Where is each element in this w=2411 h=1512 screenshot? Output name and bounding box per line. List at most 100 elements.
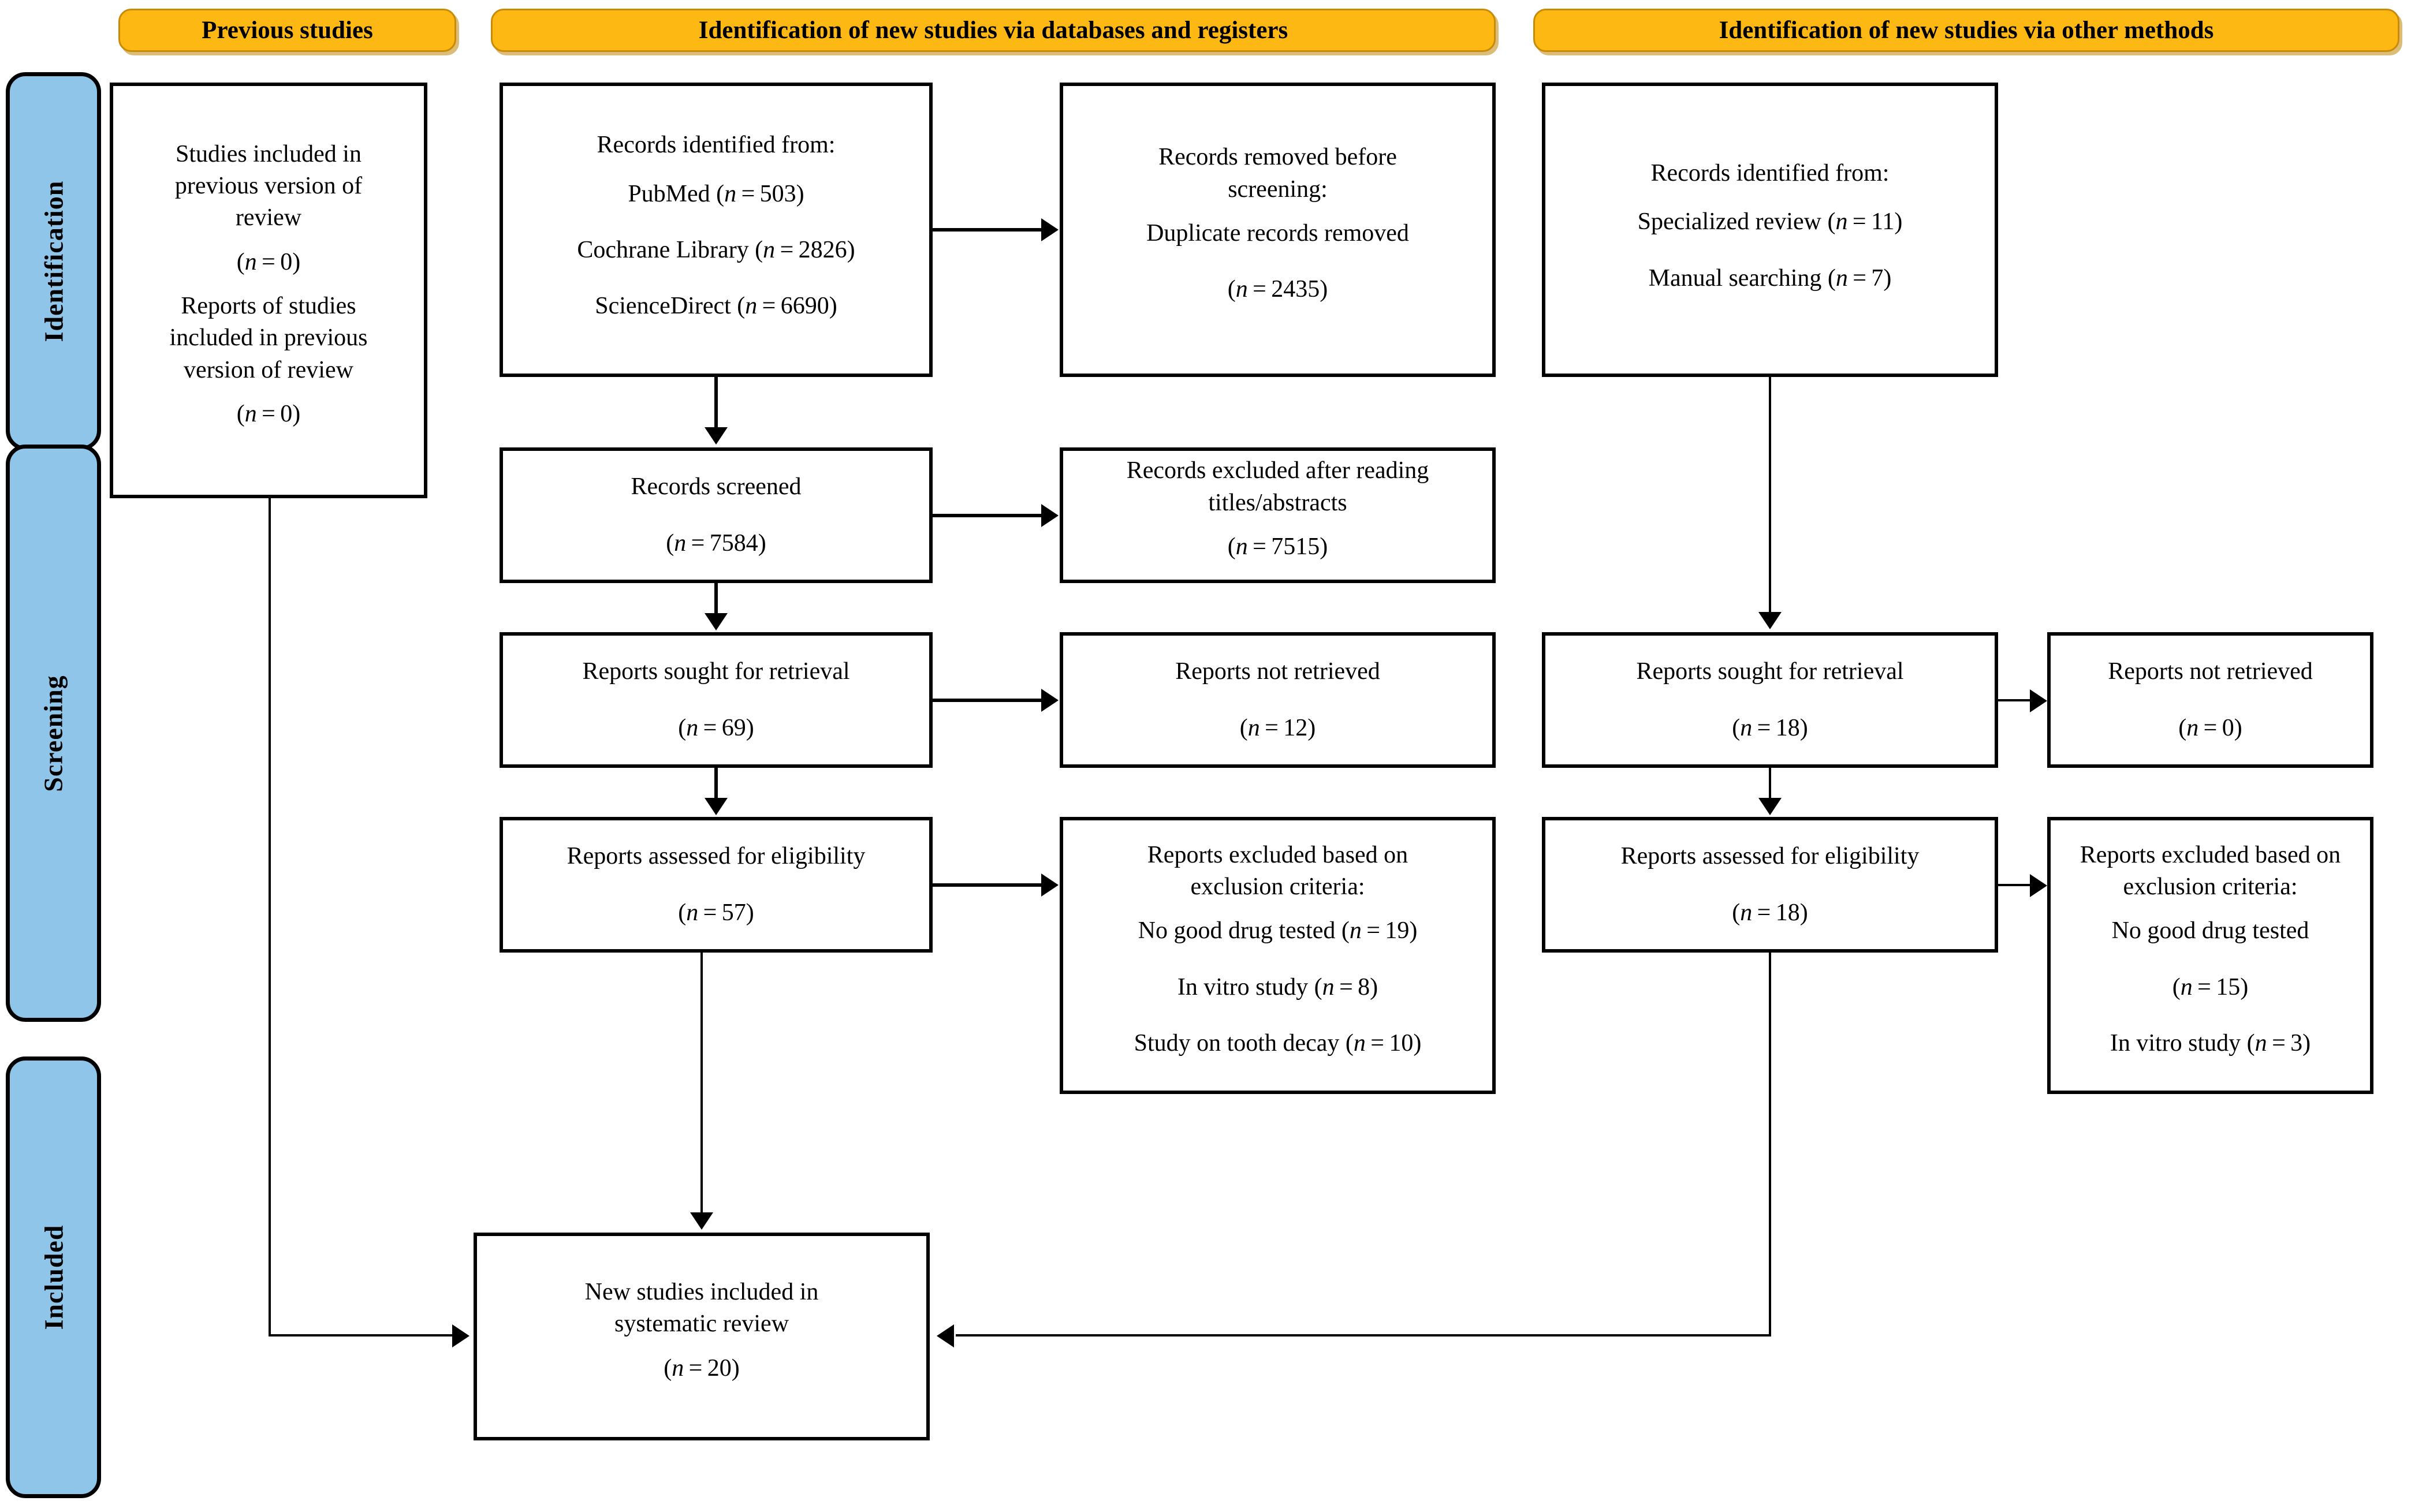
excluded-criteria-databases-reason-3: Study on tooth decay (n = 10) bbox=[1134, 1030, 1422, 1057]
reports-not-retrieved-other-title: Reports not retrieved bbox=[2108, 658, 2313, 685]
node-reports-assessed-other: Reports assessed for eligibility (n = 18… bbox=[1542, 817, 1998, 953]
arrowhead-sought-to-not-retrieved bbox=[1041, 689, 1059, 712]
arrowhead-identified-to-removed bbox=[1041, 218, 1059, 241]
node-reports-assessed-databases: Reports assessed for eligibility (n = 57… bbox=[500, 817, 933, 953]
reports-assessed-other-title: Reports assessed for eligibility bbox=[1620, 843, 1920, 870]
reports-not-retrieved-databases-count: (n = 12) bbox=[1239, 714, 1316, 741]
arrowhead-sought-to-assessed bbox=[705, 798, 728, 815]
excluded-criteria-databases-line-1: Reports excluded based on bbox=[1147, 841, 1408, 868]
reports-sought-databases-count: (n = 69) bbox=[678, 714, 754, 741]
excluded-criteria-other-line-1: Reports excluded based on bbox=[2080, 841, 2341, 868]
node-records-excluded-titles-abstracts: Records excluded after reading titles/ab… bbox=[1060, 447, 1496, 583]
arrowhead-identified-to-screened bbox=[705, 427, 728, 445]
node-reports-excluded-criteria-other: Reports excluded based on exclusion crit… bbox=[2047, 817, 2373, 1094]
node-reports-sought-databases: Reports sought for retrieval (n = 69) bbox=[500, 632, 933, 768]
connector-identified-to-removed bbox=[933, 228, 1042, 232]
previous-studies-line-2: previous version of bbox=[174, 172, 363, 199]
arrowhead-previous-to-included bbox=[452, 1324, 469, 1347]
connector-sought-to-not-retrieved bbox=[933, 699, 1042, 702]
connector-other-identified-to-sought bbox=[1769, 377, 1771, 614]
connector-other-assessed-down bbox=[1769, 953, 1771, 1336]
excluded-criteria-other-reason-1: No good drug tested bbox=[2111, 917, 2309, 944]
records-screened-count: (n = 7584) bbox=[666, 529, 766, 557]
excluded-criteria-other-line-2: exclusion criteria: bbox=[2123, 873, 2298, 900]
excluded-criteria-other-reason-1-count: (n = 15) bbox=[2172, 973, 2249, 1000]
arrowhead-screened-to-excluded bbox=[1041, 504, 1059, 527]
records-excluded-line-1: Records excluded after reading bbox=[1126, 457, 1429, 484]
node-records-identified-other: Records identified from: Specialized rev… bbox=[1542, 83, 1998, 377]
connector-screened-to-excluded bbox=[933, 514, 1042, 517]
previous-studies-line-4: Reports of studies bbox=[181, 293, 356, 319]
phase-pill-included: Included bbox=[6, 1056, 101, 1498]
arrowhead-other-sought-to-assessed bbox=[1758, 798, 1782, 815]
records-identified-other-source-manual: Manual searching (n = 7) bbox=[1648, 264, 1892, 292]
connector-other-assessed-left bbox=[956, 1334, 1771, 1336]
reports-sought-other-title: Reports sought for retrieval bbox=[1636, 658, 1904, 685]
arrowhead-assessed-to-included bbox=[690, 1212, 713, 1230]
reports-not-retrieved-other-count: (n = 0) bbox=[2178, 714, 2242, 741]
banner-other-methods: Identification of new studies via other … bbox=[1533, 9, 2399, 52]
banner-previous-studies: Previous studies bbox=[118, 9, 456, 52]
phase-label-identification: Identification bbox=[39, 180, 68, 342]
phase-label-screening: Screening bbox=[39, 674, 68, 792]
excluded-criteria-databases-reason-1: No good drug tested (n = 19) bbox=[1138, 917, 1418, 944]
node-reports-sought-other: Reports sought for retrieval (n = 18) bbox=[1542, 632, 1998, 768]
records-excluded-line-2: titles/abstracts bbox=[1208, 489, 1347, 516]
records-identified-source-cochrane: Cochrane Library (n = 2826) bbox=[577, 237, 855, 263]
records-identified-other-source-specialized: Specialized review (n = 11) bbox=[1637, 208, 1903, 236]
reports-assessed-databases-title: Reports assessed for eligibility bbox=[567, 843, 866, 870]
included-line-2: systematic review bbox=[614, 1311, 789, 1338]
excluded-criteria-other-reason-2: In vitro study (n = 3) bbox=[2110, 1030, 2311, 1057]
records-identified-other-title: Records identified from: bbox=[1650, 159, 1890, 186]
phase-pill-identification: Identification bbox=[6, 72, 101, 450]
records-identified-source-pubmed: PubMed (n = 503) bbox=[628, 180, 804, 207]
connector-sought-to-assessed bbox=[714, 768, 718, 800]
connector-screened-to-sought bbox=[714, 583, 718, 615]
records-identified-source-sciencedirect: ScienceDirect (n = 6690) bbox=[595, 293, 837, 320]
records-screened-title: Records screened bbox=[631, 473, 802, 501]
arrowhead-screened-to-sought bbox=[705, 613, 728, 630]
arrowhead-assessed-to-excluded-criteria bbox=[1041, 873, 1059, 897]
node-reports-not-retrieved-databases: Reports not retrieved (n = 12) bbox=[1060, 632, 1496, 768]
arrowhead-other-assessed-to-excluded bbox=[2030, 874, 2047, 897]
arrowhead-other-to-included bbox=[937, 1324, 954, 1347]
node-records-removed-before-screening: Records removed before screening: Duplic… bbox=[1060, 83, 1496, 377]
arrowhead-other-sought-to-not-retrieved bbox=[2030, 689, 2047, 712]
previous-studies-count-2: (n = 0) bbox=[236, 401, 301, 428]
connector-previous-down bbox=[269, 498, 271, 1335]
node-records-identified-databases: Records identified from: PubMed (n = 503… bbox=[500, 83, 933, 377]
records-identified-title: Records identified from: bbox=[597, 132, 836, 159]
connector-previous-right bbox=[269, 1334, 453, 1336]
included-line-1: New studies included in bbox=[584, 1278, 819, 1305]
arrowhead-other-identified-to-sought bbox=[1758, 612, 1782, 629]
node-previous-studies: Studies included in previous version of … bbox=[110, 83, 427, 498]
connector-other-sought-to-not-retrieved bbox=[1998, 699, 2033, 701]
connector-identified-to-screened bbox=[714, 377, 718, 429]
banner-previous-studies-label: Previous studies bbox=[202, 17, 373, 44]
banner-other-methods-label: Identification of new studies via other … bbox=[1719, 17, 2214, 44]
node-reports-excluded-criteria-databases: Reports excluded based on exclusion crit… bbox=[1060, 817, 1496, 1094]
banner-databases-registers: Identification of new studies via databa… bbox=[491, 9, 1496, 52]
previous-studies-count-1: (n = 0) bbox=[236, 248, 301, 275]
previous-studies-line-6: version of review bbox=[184, 356, 353, 383]
records-removed-line-2: screening: bbox=[1228, 176, 1328, 203]
connector-other-sought-to-assessed bbox=[1769, 768, 1771, 800]
phase-pill-screening: Screening bbox=[6, 445, 101, 1022]
records-excluded-count: (n = 7515) bbox=[1227, 533, 1328, 561]
connector-other-assessed-to-excluded bbox=[1998, 884, 2033, 886]
excluded-criteria-databases-reason-2: In vitro study (n = 8) bbox=[1177, 973, 1378, 1000]
banner-databases-registers-label: Identification of new studies via databa… bbox=[698, 17, 1288, 44]
previous-studies-line-1: Studies included in bbox=[176, 140, 362, 167]
phase-label-included: Included bbox=[39, 1224, 69, 1330]
reports-assessed-other-count: (n = 18) bbox=[1732, 899, 1808, 926]
reports-not-retrieved-databases-title: Reports not retrieved bbox=[1175, 658, 1380, 685]
previous-studies-line-3: review bbox=[235, 204, 302, 232]
excluded-criteria-databases-line-2: exclusion criteria: bbox=[1190, 873, 1365, 900]
records-removed-line-1: Records removed before bbox=[1158, 144, 1397, 171]
node-records-screened: Records screened (n = 7584) bbox=[500, 447, 933, 583]
node-reports-not-retrieved-other: Reports not retrieved (n = 0) bbox=[2047, 632, 2373, 768]
records-removed-line-3: Duplicate records removed bbox=[1146, 220, 1409, 247]
included-count: (n = 20) bbox=[664, 1354, 740, 1382]
reports-assessed-databases-count: (n = 57) bbox=[678, 899, 754, 926]
